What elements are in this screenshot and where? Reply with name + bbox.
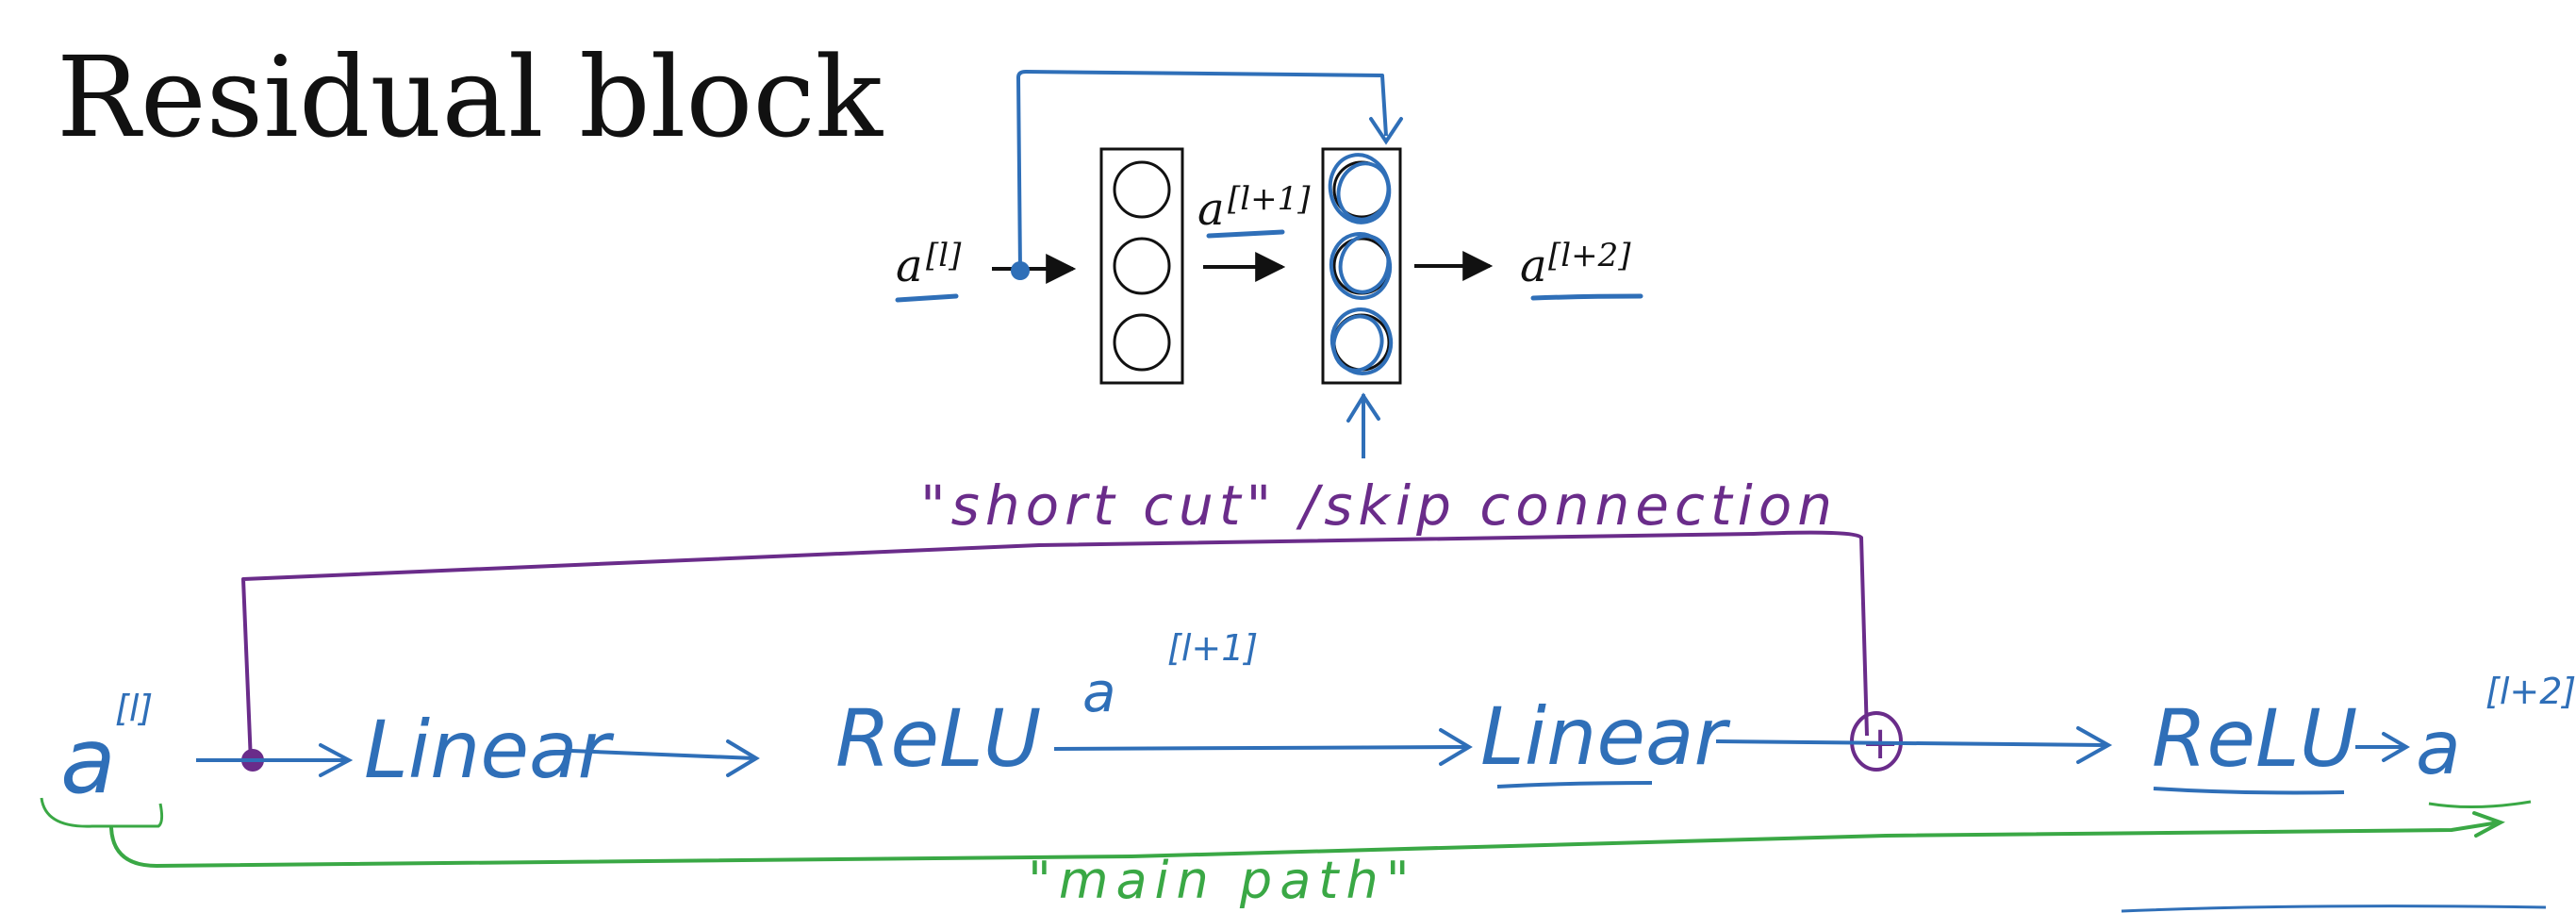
step-relu-2: ReLU [2152,692,2357,785]
arrow-to-linear-2-head [1439,728,1473,766]
input-activation-superscript: [l] [926,237,962,274]
arrow-to-relu-2 [1715,739,2105,747]
layer-1 [1099,147,1184,385]
main-path-line [109,821,2501,869]
input-underline [895,293,959,303]
pointer-arrow-head [1346,392,1380,423]
middle-activation-label: a [1197,183,1225,236]
skip-connection-arrowhead [1369,117,1403,145]
arrow-to-output-head [2382,732,2410,762]
layer-1-neuron [1113,313,1171,372]
middle-underline [1206,229,1285,239]
pipeline-output: a [2416,706,2461,791]
arrow-to-linear-1-head [319,743,354,777]
output-underline [1530,293,1643,301]
top-network: a [l] a [l+1] [895,70,1643,458]
layer-1-neuron [1113,160,1171,219]
slide-title: Residual block [57,32,883,162]
arrow-to-relu-1-head [726,739,760,777]
arrow-to-linear-2 [1053,745,1468,751]
edge-ink-line [2121,905,2547,913]
mid-activation-superscript: [l+1] [1167,627,1258,669]
output-activation-label: a [1520,240,1547,292]
output-bracket [2428,800,2532,809]
linear-2-underline [1496,781,1653,788]
pipeline-input: a [60,708,116,814]
step-linear-2: Linear [1480,690,1731,783]
input-activation-label: a [896,240,923,292]
input-bracket [40,797,164,828]
layer-2-box [1321,147,1402,385]
step-relu-1: ReLU [835,692,1041,785]
pipeline-input-superscript: [l] [115,688,153,729]
layer-2-highlight-scribbles [1328,153,1394,375]
layer-2 [1321,147,1402,385]
shortcut-caption: "short cut" /skip connection [920,473,1838,538]
arrow-to-relu-2-head [2076,726,2113,764]
layer-1-box [1099,147,1184,385]
bottom-pipeline: a [l] Linear ReLU a [l+1] Linear ReLU [40,627,2576,828]
middle-activation-superscript: [l+1] [1228,180,1311,218]
pipeline-output-superscript: [l+2] [2485,671,2576,712]
relu-2-underline [2153,787,2345,795]
mid-activation: a [1082,660,1116,724]
main-path-arrowhead [2472,811,2505,838]
main-path-caption: "main path" [1028,851,1417,910]
shortcut-path [241,530,1869,763]
output-activation-superscript: [l+2] [1548,237,1631,274]
arrow-to-relu-1 [570,749,755,760]
layer-1-neuron [1113,237,1171,295]
skip-connection-line [1016,70,1388,272]
